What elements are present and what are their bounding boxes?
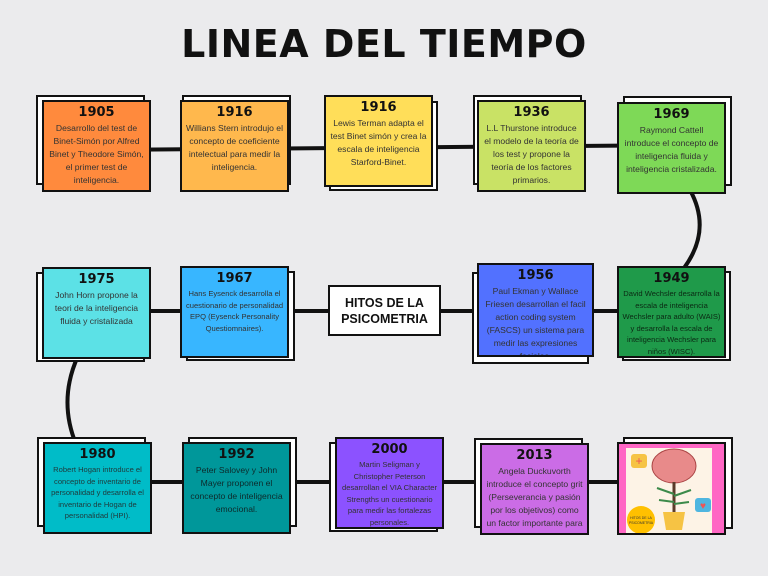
card-year: 1969: [653, 107, 690, 122]
card-description: David Wechsler desarrolla la escala de i…: [622, 289, 721, 356]
card-year: 2000: [371, 442, 408, 457]
svg-text:PSICOMETRIA: PSICOMETRIA: [629, 521, 654, 525]
card-year: 1905: [78, 105, 115, 120]
card-description: Paul Ekman y Wallace Friesen desarrollan…: [485, 286, 586, 357]
card-year: 1980: [79, 447, 116, 462]
card-year: 1992: [218, 447, 255, 462]
card-description: Desarrollo del test de Binet-Simón por A…: [49, 123, 144, 185]
card-description: Robert Hogan introduce el concepto de in…: [51, 465, 144, 520]
card-year: 1949: [653, 271, 690, 286]
curve-left: [65, 355, 80, 445]
card-description: Angela Duckuvorth introduce el concepto …: [486, 466, 583, 533]
card-description: Martin Seligman y Christopher Peterson d…: [342, 460, 437, 527]
card-year: 1936: [513, 105, 550, 120]
card-year: 1967: [216, 271, 253, 286]
brain-tree-icon: + ♥ HITOS DE LA PSICOMETRIA: [626, 448, 712, 533]
card-description: Lewis Terman adapta el test Binet simón …: [330, 118, 427, 167]
card-year: 2013: [516, 448, 553, 463]
card-description: John Horn propone la teori de la intelig…: [54, 290, 139, 326]
curve-right: [682, 189, 702, 270]
card-year: 1916: [360, 100, 397, 115]
card-description: Raymond Cattell introduce el concepto de…: [624, 125, 719, 174]
card-description: Hans Eysenck desarrolla el cuestionario …: [185, 289, 284, 333]
card-year: 1956: [517, 268, 554, 283]
svg-text:♥: ♥: [700, 501, 706, 512]
card-description: L.L Thurstone introduce el modelo de la …: [484, 123, 579, 185]
illustration-card: + ♥ HITOS DE LA PSICOMETRIA: [617, 442, 726, 535]
page-title: LINEA DEL TIEMPO: [181, 22, 587, 66]
card-description: Willians Stern introdujo el concepto de …: [186, 123, 283, 172]
svg-text:+: +: [635, 454, 642, 468]
card-description: Peter Salovey y John Mayer proponen el c…: [190, 465, 283, 514]
card-year: 1975: [78, 272, 115, 287]
svg-text:HITOS DE LA: HITOS DE LA: [630, 516, 652, 520]
center-label: HITOS DE LA PSICOMETRIA: [328, 285, 441, 336]
card-year: 1916: [216, 105, 253, 120]
